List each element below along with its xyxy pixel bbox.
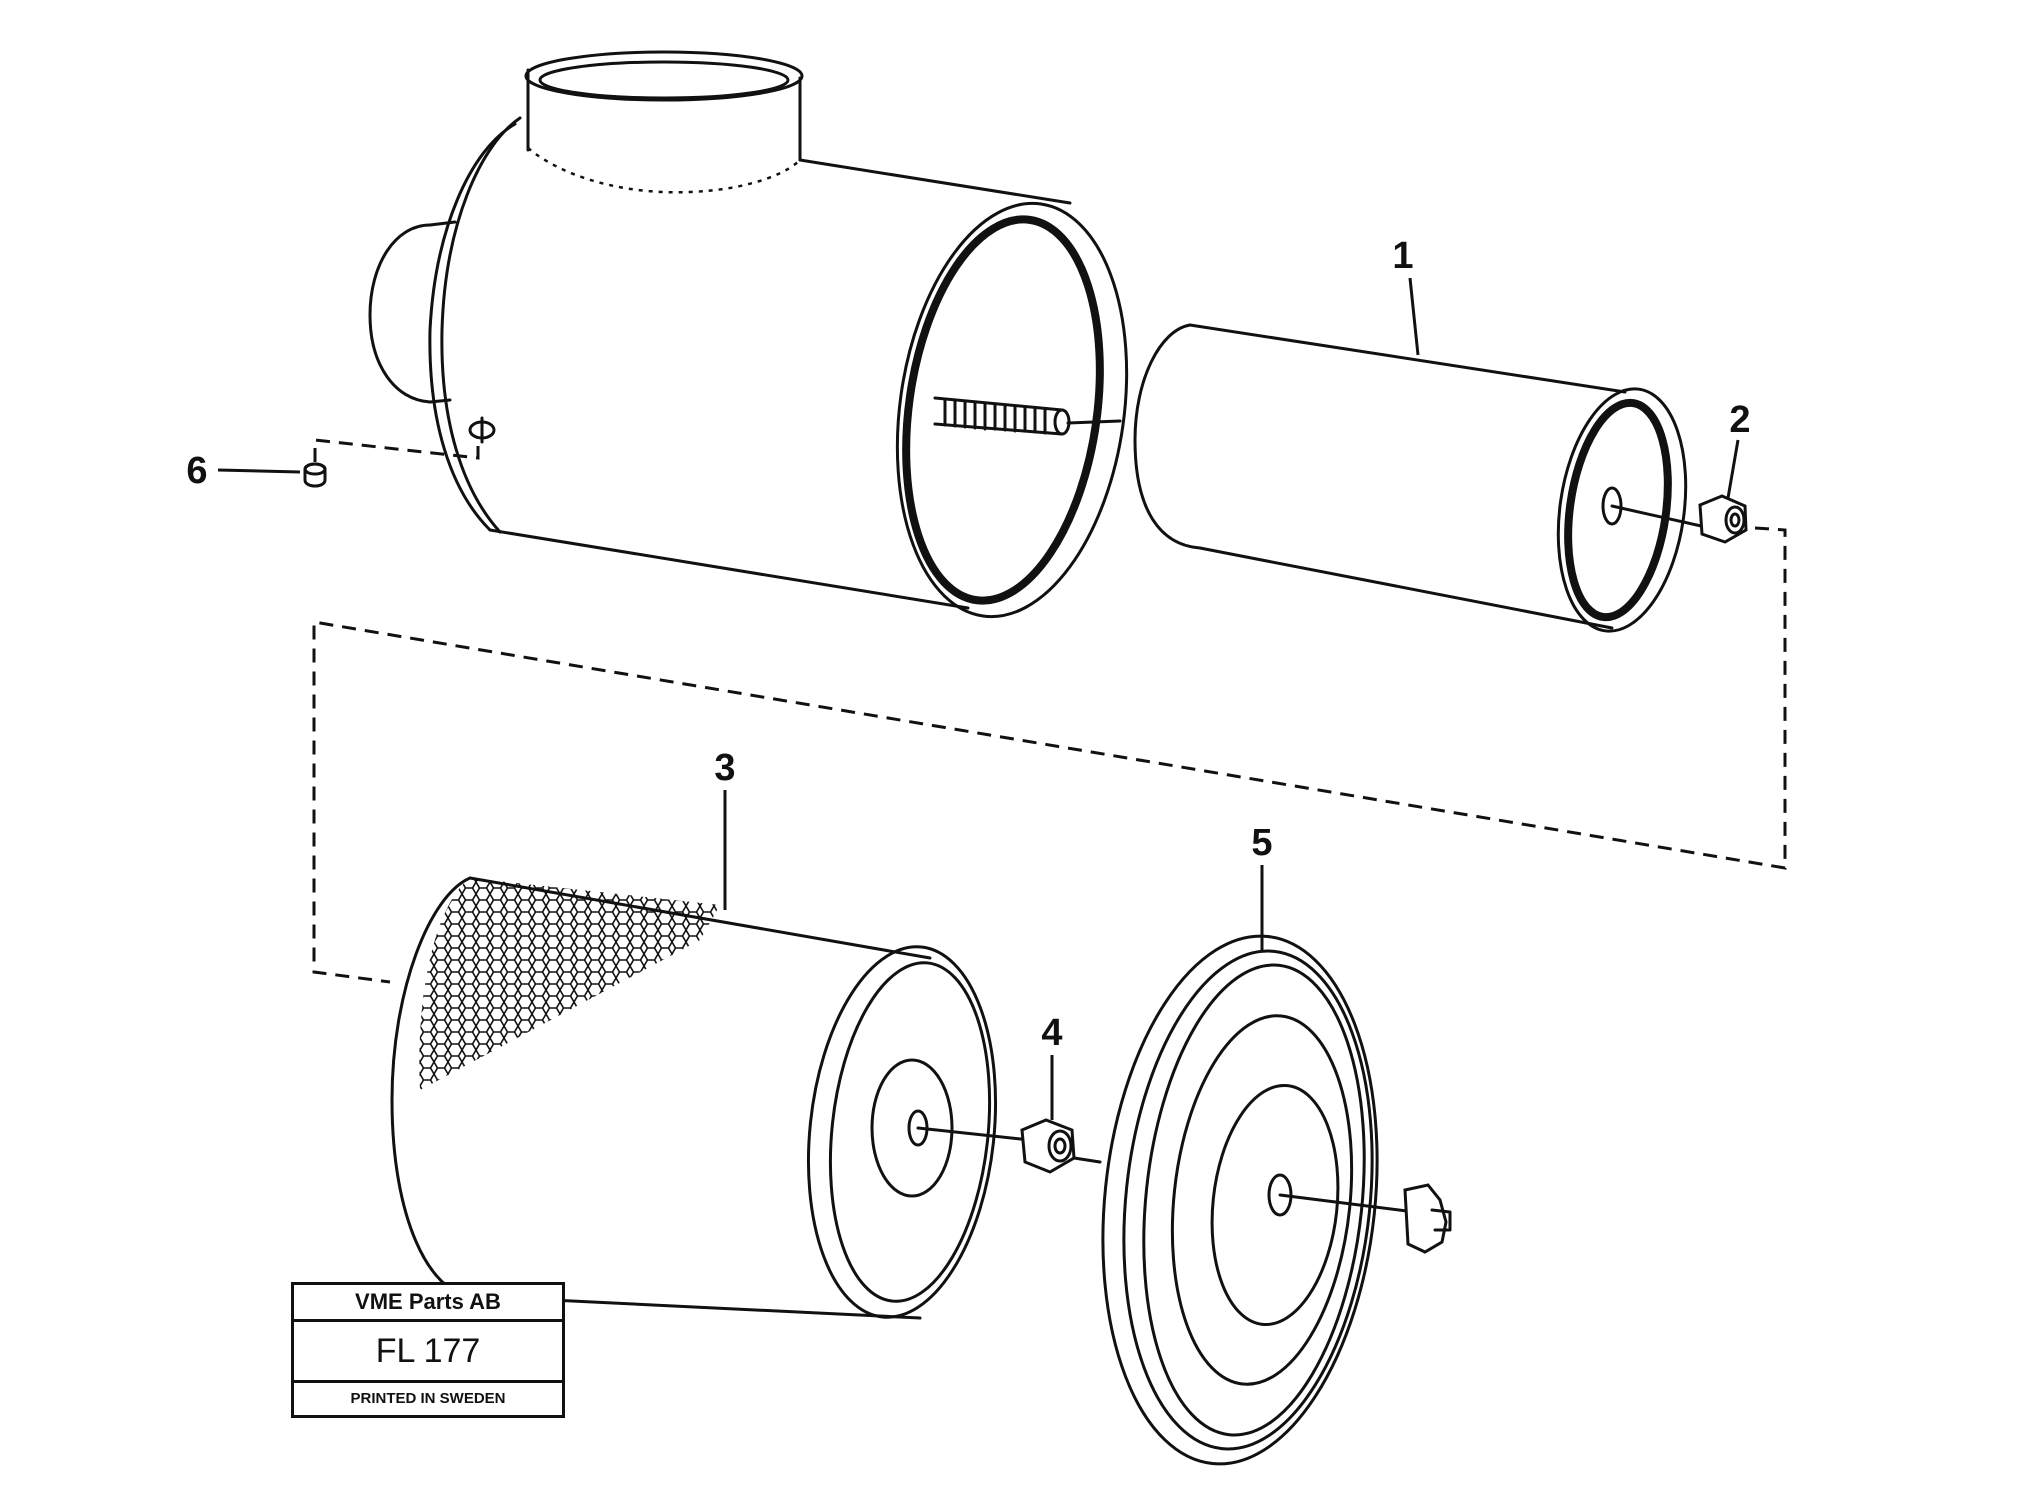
stud-threads	[943, 398, 1047, 435]
callout-3: 3	[714, 747, 736, 910]
title-stamp: VME Parts AB FL 177 PRINTED IN SWEDEN	[291, 1282, 565, 1418]
end-cover-part-5	[1072, 934, 1417, 1466]
air-cleaner-housing	[368, 50, 1129, 619]
stamp-printed: PRINTED IN SWEDEN	[350, 1390, 506, 1407]
wing-nut	[1403, 1183, 1452, 1254]
callout-2: 2	[1726, 399, 1751, 499]
nut-part-4	[916, 1118, 1076, 1174]
assembly-path-line	[312, 526, 1787, 984]
svg-text:3: 3	[714, 747, 735, 789]
stamp-code: FL 177	[294, 1322, 562, 1383]
stamp-company: VME Parts AB	[294, 1285, 562, 1322]
callout-4: 4	[1041, 1012, 1063, 1120]
svg-text:2: 2	[1729, 399, 1750, 441]
svg-text:1: 1	[1392, 235, 1413, 277]
nut-part-2	[1610, 494, 1748, 544]
callout-1: 1	[1392, 235, 1420, 356]
main-filter-part-3	[390, 876, 998, 1320]
svg-text:4: 4	[1041, 1012, 1062, 1054]
safety-filter-part-1	[1066, 323, 1688, 633]
callout-5: 5	[1251, 822, 1273, 950]
drain-valve-part-6	[303, 438, 480, 488]
svg-text:5: 5	[1251, 822, 1272, 864]
callout-6: 6	[186, 450, 301, 492]
svg-text:6: 6	[186, 450, 207, 492]
